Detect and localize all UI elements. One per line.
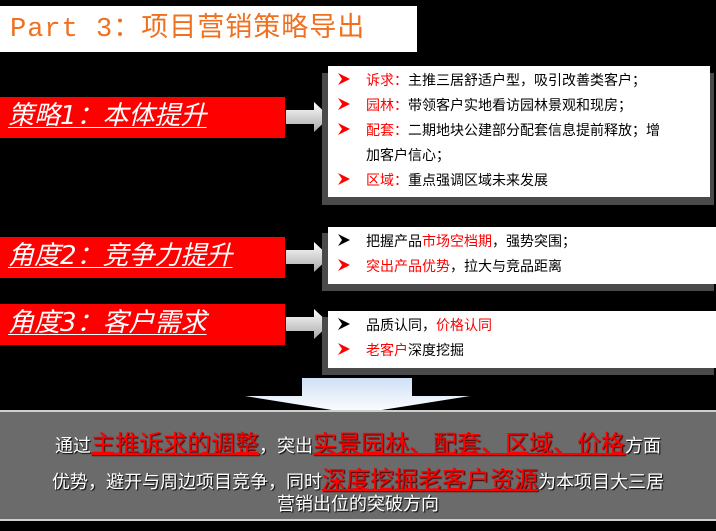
down-arrow-icon <box>245 378 470 414</box>
strategy-3-detail-box: 品质认同，价格认同老客户深度挖掘 <box>328 311 716 368</box>
strategy-1-label: 策略1：本体提升 <box>8 101 207 131</box>
detail-text: 区域： <box>366 173 408 189</box>
conclusion-text: 方面 <box>625 436 661 457</box>
detail-text: 突出产品优势 <box>366 259 450 275</box>
conclusion-line-2: 优势，避开与周边项目竞争，同时深度挖掘老客户资源为本项目大三居 <box>0 460 716 495</box>
conclusion-text: 为本项目大三居 <box>538 472 664 493</box>
detail-text: 加客户信心； <box>366 148 450 164</box>
strategy-2-detail-box: 把握产品市场空档期，强势突围；突出产品优势，拉大与竞品距离 <box>328 227 716 284</box>
arrowhead-bullet-icon <box>338 94 366 118</box>
conclusion-line-1: 通过主推诉求的调整，突出实景园林、配套、区域、价格方面 <box>0 424 716 459</box>
detail-text: 诉求： <box>366 73 408 89</box>
detail-text: 园林： <box>366 98 408 114</box>
detail-text: ，强势突围； <box>492 234 576 250</box>
arrowhead-bullet-icon <box>338 169 366 193</box>
conclusion-text: ，突出 <box>259 436 313 457</box>
detail-item: 老客户深度挖掘 <box>338 339 464 363</box>
strategy-3-label-bar: 角度3：客户需求 <box>0 304 285 345</box>
highlight-text: 深度挖掘老客户资源 <box>322 466 538 494</box>
strategy-1-detail-box: 诉求：主推三居舒适户型，吸引改善类客户；园林：带领客户实地看访园林景观和现房；配… <box>328 66 710 197</box>
detail-text: 主推三居舒适户型，吸引改善类客户； <box>408 73 646 89</box>
detail-text: ，拉大与竞品距离 <box>450 259 562 275</box>
detail-item: 加客户信心； <box>338 144 450 168</box>
detail-text: 重点强调区域未来发展 <box>408 173 548 189</box>
right-arrow-icon <box>286 309 330 339</box>
detail-text: 带领客户实地看访园林景观和现房； <box>408 98 632 114</box>
conclusion-panel: 通过主推诉求的调整，突出实景园林、配套、区域、价格方面 优势，避开与周边项目竞争… <box>0 410 716 521</box>
arrowhead-bullet-icon <box>338 69 366 93</box>
page-title: Part 3：项目营销策略导出 <box>10 15 366 45</box>
detail-item: 把握产品市场空档期，强势突围； <box>338 230 576 254</box>
detail-text: 价格认同 <box>436 318 492 334</box>
detail-text: 品质认同， <box>366 318 436 334</box>
highlight-text: 实景园林、配套、区域、价格 <box>313 430 625 458</box>
detail-item: 配套：二期地块公建部分配套信息提前释放；增 <box>338 119 660 143</box>
detail-item: 品质认同，价格认同 <box>338 314 492 338</box>
title-box: Part 3：项目营销策略导出 <box>0 6 417 52</box>
strategy-2-label-bar: 角度2：竞争力提升 <box>0 237 285 278</box>
right-arrow-icon <box>286 242 330 272</box>
detail-item: 突出产品优势，拉大与竞品距离 <box>338 255 562 279</box>
strategy-3-label: 角度3：客户需求 <box>8 308 207 338</box>
conclusion-text: 营销出位的突破方向 <box>277 494 439 515</box>
right-arrow-icon <box>286 102 330 132</box>
strategy-2-label: 角度2：竞争力提升 <box>8 241 233 271</box>
detail-text: 配套： <box>366 123 408 139</box>
conclusion-text: 通过 <box>55 436 91 457</box>
highlight-text: 主推诉求的调整 <box>91 430 259 458</box>
detail-text: 老客户 <box>366 343 408 359</box>
arrowhead-bullet-icon <box>338 339 366 363</box>
detail-item: 区域：重点强调区域未来发展 <box>338 169 548 193</box>
detail-item: 园林：带领客户实地看访园林景观和现房； <box>338 94 632 118</box>
arrowhead-bullet-icon <box>338 255 366 279</box>
arrowhead-bullet-icon <box>338 314 366 338</box>
strategy-1-label-bar: 策略1：本体提升 <box>0 97 285 138</box>
detail-text: 市场空档期 <box>422 234 492 250</box>
detail-text: 深度挖掘 <box>408 343 464 359</box>
detail-text: 把握产品 <box>366 234 422 250</box>
conclusion-line-3: 营销出位的突破方向 <box>0 490 716 516</box>
arrowhead-bullet-icon <box>338 119 366 143</box>
arrowhead-bullet-icon <box>338 230 366 254</box>
detail-text: 二期地块公建部分配套信息提前释放；增 <box>408 123 660 139</box>
detail-item: 诉求：主推三居舒适户型，吸引改善类客户； <box>338 69 646 93</box>
conclusion-text: 优势，避开与周边项目竞争，同时 <box>52 472 322 493</box>
